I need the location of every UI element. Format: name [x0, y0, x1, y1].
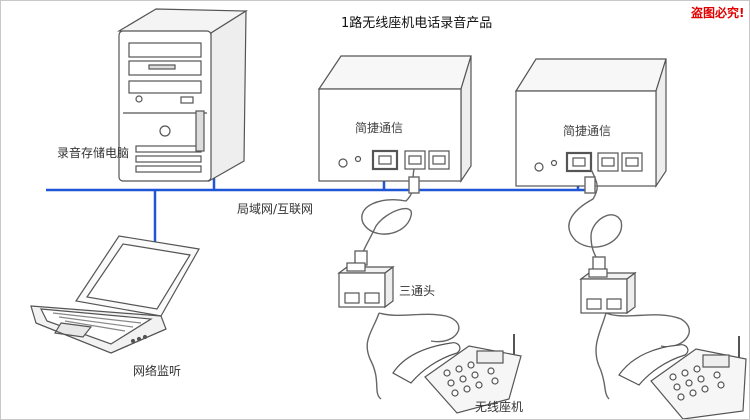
recording-box-right	[514, 58, 667, 188]
laptop-label: 网络监听	[133, 364, 182, 378]
adapter-right	[579, 268, 637, 315]
desk-phone-right	[618, 336, 747, 419]
phone-label: 无线座机	[475, 400, 524, 414]
desk-phone-left	[392, 334, 522, 414]
adapter-label: 三通头	[399, 284, 436, 298]
watermark-text: 盗图必究!	[691, 6, 745, 20]
cables-right	[568, 168, 690, 400]
box-left-label: 简捷通信	[355, 121, 404, 135]
cables-left	[354, 168, 460, 400]
box-right-label: 简捷通信	[563, 124, 612, 138]
laptop-computer	[30, 235, 200, 354]
adapter-left	[337, 262, 395, 309]
pc-label: 录音存储电脑	[57, 146, 130, 160]
network-label: 局域网/互联网	[237, 202, 314, 216]
recording-box-left	[317, 55, 472, 183]
diagram-title: 1路无线座机电话录音产品	[341, 16, 493, 31]
desktop-computer	[116, 8, 249, 183]
